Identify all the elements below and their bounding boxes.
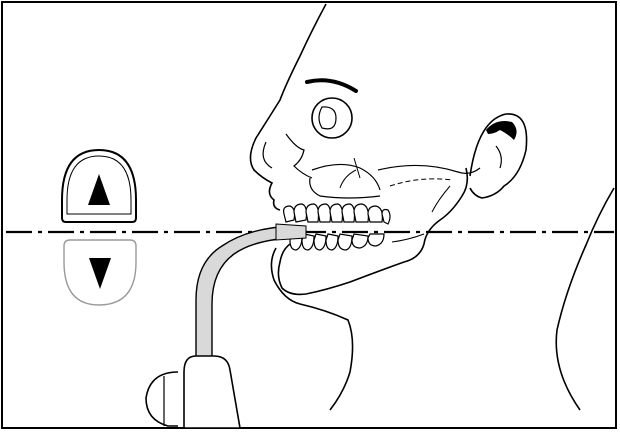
maxilla-detail xyxy=(340,158,360,188)
neck-back-outline xyxy=(556,188,614,410)
ramus-detail xyxy=(432,186,450,212)
eyebrow xyxy=(307,80,356,91)
lower-tooth xyxy=(352,234,368,248)
chin-neck-outline xyxy=(271,248,352,410)
bite-block-tube xyxy=(196,226,292,360)
mandible-inner xyxy=(392,234,424,242)
eye-orbit xyxy=(312,98,352,138)
upper-tooth xyxy=(382,210,390,225)
upper-teeth xyxy=(284,204,390,224)
move-down-button[interactable] xyxy=(64,240,136,305)
ear-inner xyxy=(496,146,501,168)
upper-tooth xyxy=(330,204,343,222)
maxilla-outline xyxy=(310,178,380,198)
base-knob xyxy=(146,372,178,426)
lower-tooth xyxy=(314,234,326,250)
lower-tooth xyxy=(368,234,384,246)
zygomatic-arch xyxy=(378,165,480,173)
lower-tooth xyxy=(338,234,352,250)
bite-block-base xyxy=(184,356,240,428)
nasal-bone xyxy=(286,134,312,178)
upper-tooth xyxy=(284,206,295,222)
upper-tooth xyxy=(294,204,307,222)
upper-tooth xyxy=(368,206,382,222)
lower-tooth xyxy=(326,234,338,250)
nose-detail xyxy=(263,142,272,168)
skull-base-dashed xyxy=(390,179,452,186)
upper-tooth xyxy=(354,204,368,222)
upper-tooth xyxy=(306,204,319,222)
ear-canal-shading xyxy=(486,121,517,140)
upper-tooth xyxy=(342,204,355,222)
bite-block-tip xyxy=(276,224,306,240)
upper-tooth xyxy=(318,204,331,222)
move-up-button[interactable] xyxy=(62,150,136,222)
eye-detail xyxy=(319,107,336,129)
